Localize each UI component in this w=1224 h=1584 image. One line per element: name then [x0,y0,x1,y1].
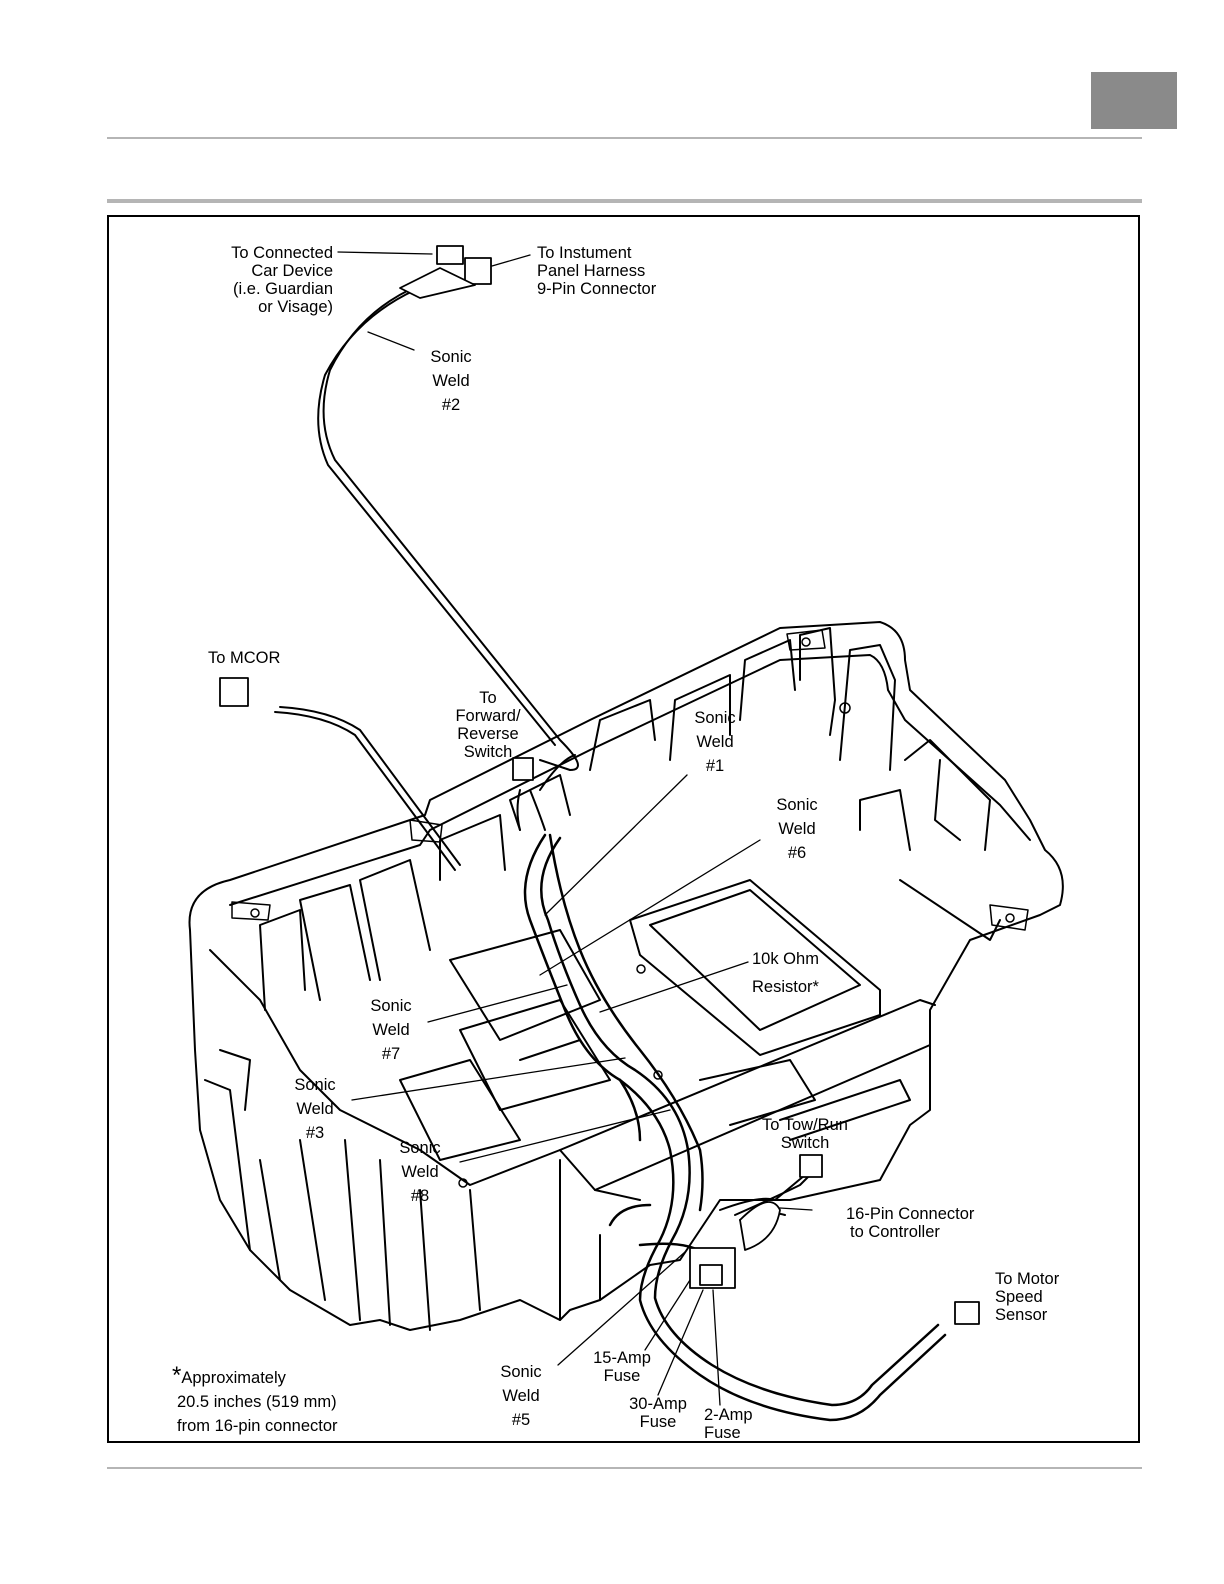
label-to-mcor: To MCOR [208,649,281,667]
label-sonic-weld-8: Sonic Weld #8 [399,1139,441,1205]
label-16-pin-connector: 16-Pin Connector to Controller [846,1205,975,1241]
battery-tray [188,621,1064,1331]
header-rule [107,137,1142,139]
label-sonic-weld-1: Sonic Weld #1 [694,709,736,775]
thin-wires [274,284,816,1221]
figure-frame [107,215,1140,1443]
figure-top-rule [107,199,1142,203]
label-sonic-weld-6: Sonic Weld #6 [776,796,818,862]
footnote-asterisk: * [172,1362,182,1389]
label-instrument-panel-harness: To Instument Panel Harness 9-Pin Connect… [537,244,657,298]
label-sonic-weld-5: Sonic Weld #5 [500,1363,542,1429]
leader-lines [337,251,813,1406]
label-forward-reverse-switch: To Forward/ Reverse Switch [455,689,521,761]
label-connected-car-device: To Connected Car Device (i.e. Guardian o… [231,244,333,316]
label-2-amp-fuse: 2-Amp Fuse [704,1406,753,1442]
main-harness [523,833,947,1422]
label-15-amp-fuse: 15-Amp Fuse [593,1349,651,1385]
label-sonic-weld-2: Sonic Weld #2 [430,348,472,414]
label-30-amp-fuse: 30-Amp Fuse [629,1395,687,1431]
label-10k-resistor: 10k Ohm Resistor* [752,950,819,996]
tray-clips [231,629,1029,1188]
chapter-tab [1091,72,1177,129]
label-tow-run-switch: To Tow/Run Switch [762,1116,848,1152]
footer-rule [107,1467,1142,1469]
footnote: *Approximately 20.5 inches (519 mm) from… [172,1362,338,1436]
label-motor-speed-sensor: To Motor Speed Sensor [995,1270,1060,1324]
label-sonic-weld-7: Sonic Weld #7 [370,997,412,1063]
connectors [219,245,980,1325]
label-sonic-weld-3: Sonic Weld #3 [294,1076,336,1142]
